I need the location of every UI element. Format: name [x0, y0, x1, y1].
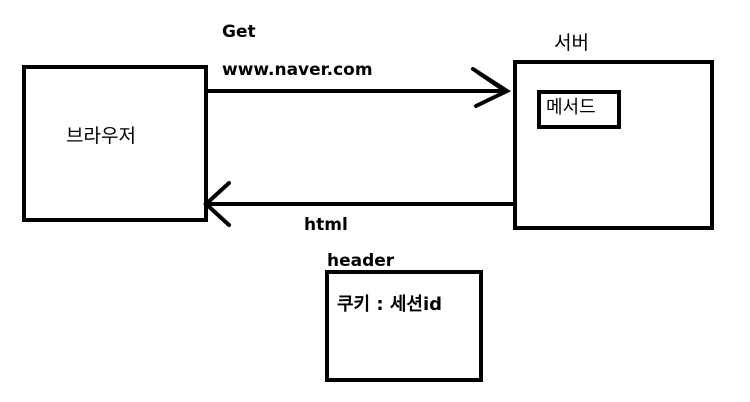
- request-arrow: [206, 67, 512, 108]
- browser-label: 브라우저: [66, 125, 136, 147]
- request-url-label: www.naver.com: [222, 60, 373, 80]
- method-box: [537, 90, 621, 129]
- response-arrow: [203, 181, 517, 227]
- browser-box: [22, 65, 208, 222]
- header-content-label: 쿠키 : 세션id: [337, 294, 443, 315]
- server-label: 서버: [554, 32, 589, 54]
- request-arrow-head-stroke: [476, 71, 505, 92]
- response-arrow-head: [203, 181, 231, 227]
- header-title-label: header: [327, 251, 395, 271]
- response-label: html: [304, 215, 348, 235]
- request-method-label: Get: [222, 22, 256, 42]
- header-box: [325, 270, 483, 382]
- method-label: 메서드: [546, 97, 596, 118]
- server-box: [513, 60, 714, 230]
